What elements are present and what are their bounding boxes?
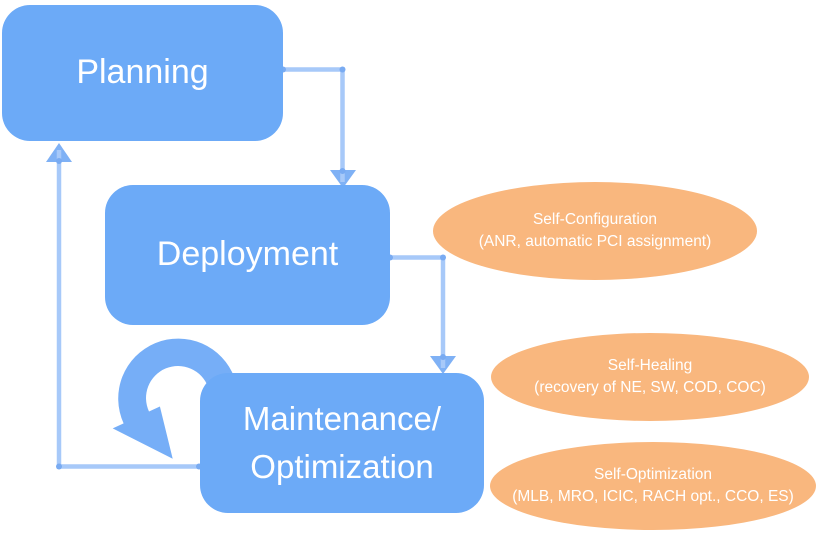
self-optimization-title: Self-Optimization	[593, 466, 712, 483]
self-healing-subtitle: (recovery of NE, SW, COD, COC)	[534, 379, 766, 396]
self-optimization-ellipse: Self-Optimization (MLB, MRO, ICIC, RACH …	[490, 442, 816, 530]
self-healing-ellipse: Self-Healing (recovery of NE, SW, COD, C…	[491, 333, 809, 421]
maintenance-label-line2: Optimization	[250, 448, 434, 485]
connector-planning-to-deployment	[280, 66, 356, 188]
connector-joint-dot	[339, 66, 346, 73]
connector-joint-dot	[339, 168, 346, 174]
connector-maintenance-to-planning	[46, 143, 202, 470]
planning-label: Planning	[76, 53, 209, 92]
self-configuration-ellipse: Self-Configuration (ANR, automatic PCI a…	[433, 182, 757, 280]
loop-arrow-icon	[112, 338, 235, 459]
self-configuration-title: Self-Configuration	[532, 211, 658, 228]
connector-joint-dot	[56, 463, 62, 470]
connector-joint-dot	[440, 354, 446, 360]
self-optimization-subtitle: (MLB, MRO, ICIC, RACH opt., CCO, ES)	[512, 488, 794, 505]
deployment-box: Deployment	[105, 185, 390, 325]
self-configuration-subtitle: (ANR, automatic PCI assignment)	[478, 233, 712, 250]
elbow-line	[390, 255, 446, 368]
connector-deployment-to-maintenance	[387, 254, 456, 374]
maintenance-label-line1: Maintenance/	[242, 400, 442, 437]
maintenance-optimization-box: Maintenance/ Optimization	[200, 373, 484, 513]
deployment-label: Deployment	[156, 235, 339, 274]
planning-box: Planning	[2, 5, 283, 141]
connector-joint-dot	[56, 158, 62, 164]
self-healing-title: Self-Healing	[607, 357, 693, 374]
elbow-line	[283, 67, 345, 182]
connector-joint-dot	[440, 254, 446, 261]
